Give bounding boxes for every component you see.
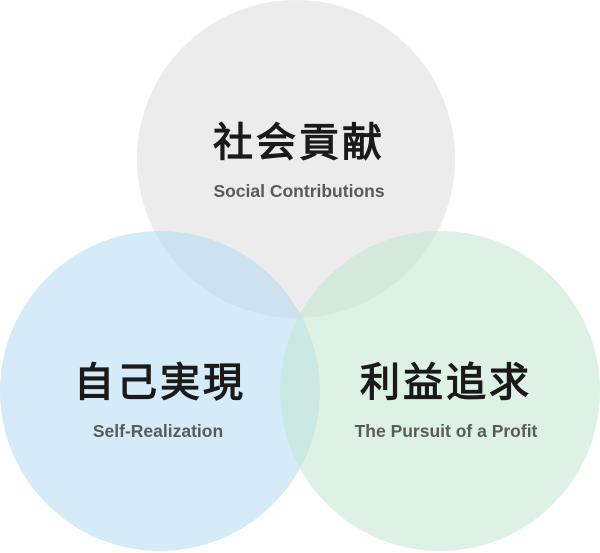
circle-self-realization bbox=[0, 231, 320, 551]
subtitle-profit: The Pursuit of a Profit bbox=[355, 421, 538, 441]
subtitle-social-contributions: Social Contributions bbox=[213, 181, 384, 201]
circle-profit bbox=[280, 231, 600, 551]
circle-social-contributions bbox=[137, 0, 455, 318]
title-social-contributions: 社会貢献 bbox=[213, 119, 385, 166]
subtitle-self-realization: Self-Realization bbox=[93, 421, 223, 441]
title-profit: 利益追求 bbox=[360, 359, 532, 406]
title-self-realization: 自己実現 bbox=[74, 359, 246, 406]
